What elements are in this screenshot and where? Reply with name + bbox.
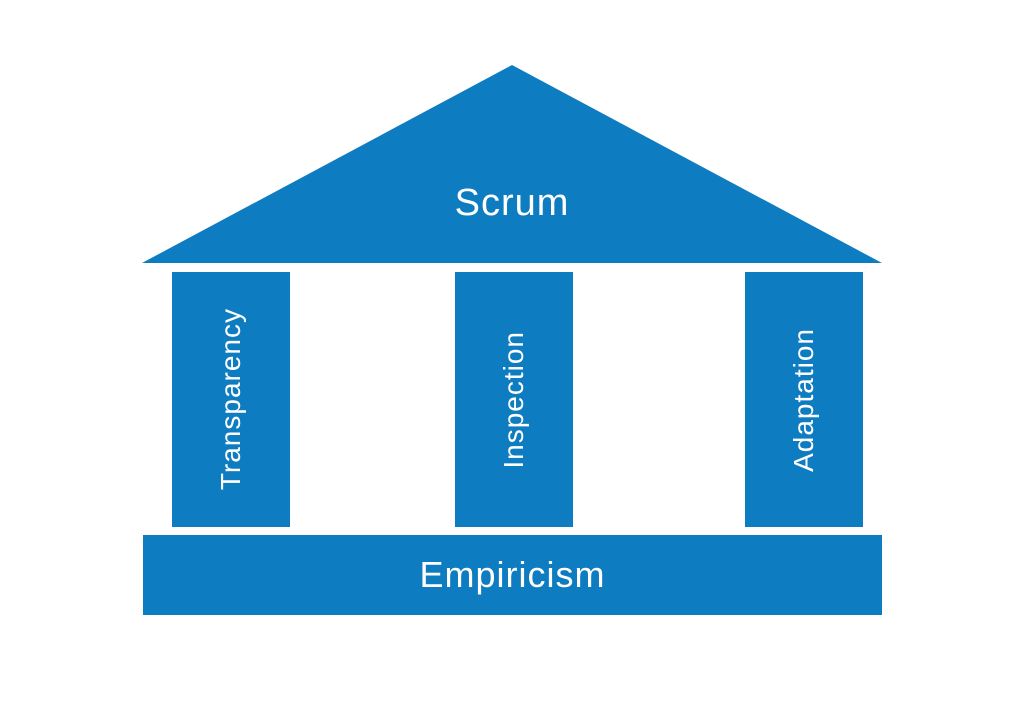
pillar-transparency: Transparency xyxy=(172,272,290,527)
pillar-inspection-label: Inspection xyxy=(498,330,529,469)
roof-triangle: Scrum xyxy=(142,65,882,263)
pillar-inspection: Inspection xyxy=(455,272,573,527)
base-label: Empiricism xyxy=(419,554,606,595)
roof-label: Scrum xyxy=(454,182,570,224)
pillar-transparency-label: Transparency xyxy=(215,308,246,491)
pillar-adaptation-label: Adaptation xyxy=(788,327,819,472)
base-bar: Empiricism xyxy=(143,535,882,615)
pillar-adaptation: Adaptation xyxy=(745,272,863,527)
